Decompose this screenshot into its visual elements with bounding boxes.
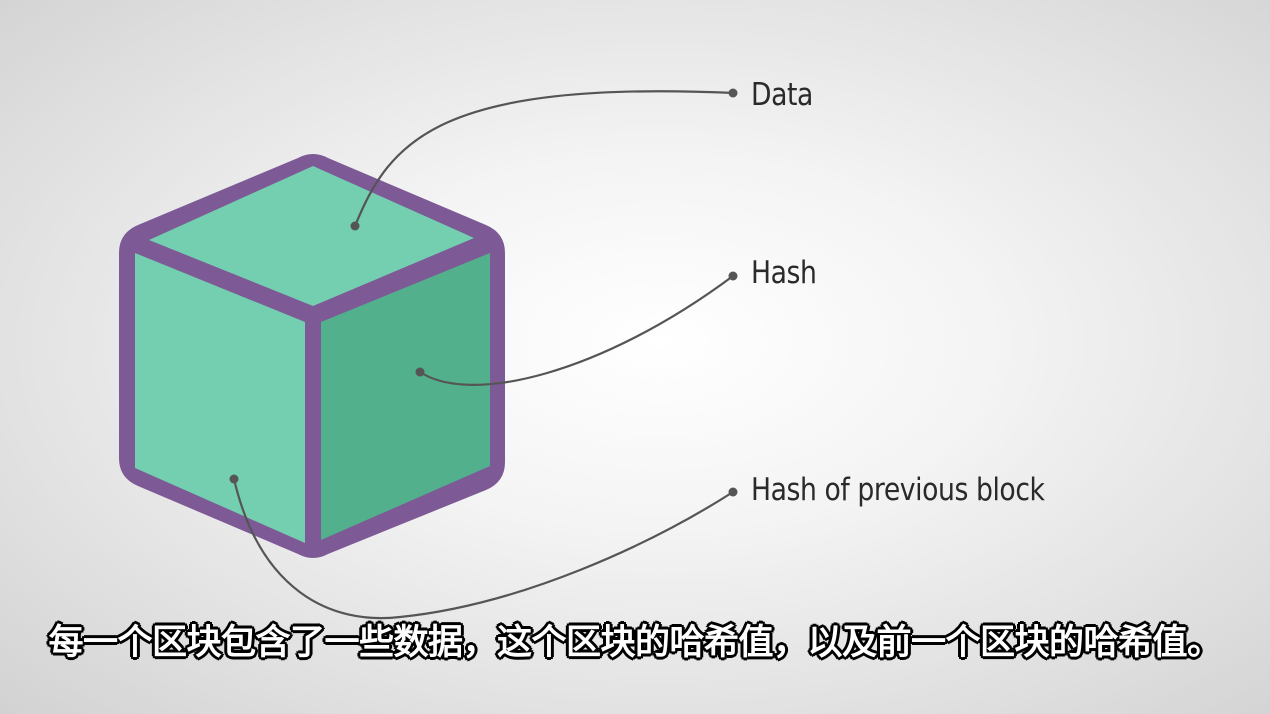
- connector-prev-hash-start-dot: [229, 474, 239, 484]
- label-data: Data: [751, 77, 813, 113]
- connector-hash-start-dot: [415, 367, 425, 377]
- cube-top-face: [149, 166, 474, 306]
- connector-prev-hash: [232, 478, 734, 620]
- video-subtitle: 每一个区块包含了一些数据，这个区块的哈希值，以及前一个区块的哈希值。: [48, 623, 1222, 663]
- connector-data-end-dot: [728, 88, 738, 98]
- connector-hash: [419, 275, 734, 386]
- connector-data-start-dot: [350, 221, 360, 231]
- label-previous-hash: Hash of previous block: [751, 472, 1045, 508]
- cube-left-face: [135, 253, 305, 543]
- connector-prev-hash-end-dot: [728, 487, 738, 497]
- connector-hash-end-dot: [728, 271, 738, 281]
- connector-data: [353, 90, 736, 227]
- cube-right-face: [321, 253, 490, 540]
- label-hash: Hash: [751, 255, 817, 291]
